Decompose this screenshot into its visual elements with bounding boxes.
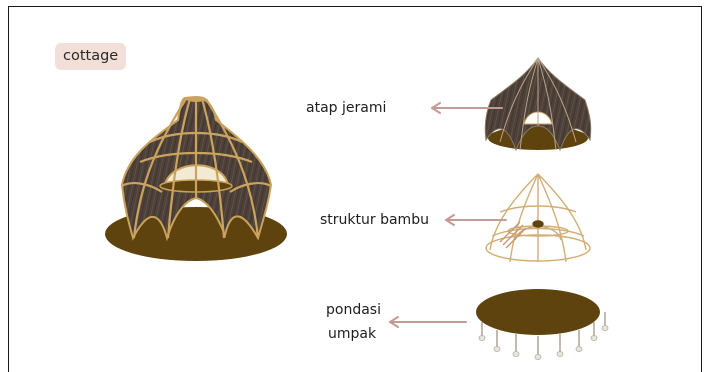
foundation-disc: [476, 289, 600, 335]
cottage-illustration: [105, 96, 287, 261]
cottage-roof-cap: [186, 96, 206, 102]
arrow-structure: [446, 215, 506, 225]
foundation-illustration: [476, 289, 608, 360]
bamboo-structure-illustration: [486, 174, 590, 262]
roof-illustration: [485, 58, 591, 150]
arrow-foundation: [390, 317, 466, 327]
structure-cap: [533, 221, 543, 227]
